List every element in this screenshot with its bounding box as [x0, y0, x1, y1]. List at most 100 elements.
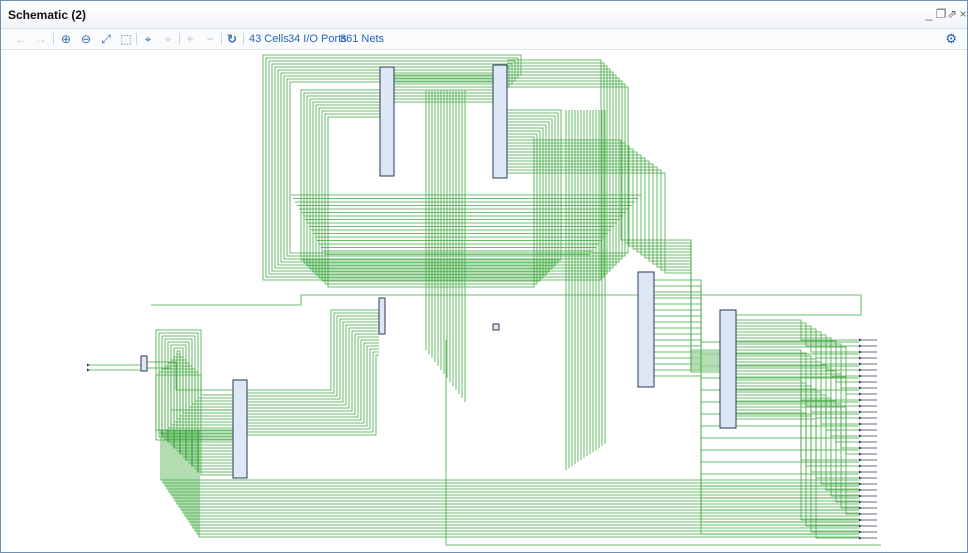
net-wire	[306, 95, 556, 267]
select-icon[interactable]: ⌖	[144, 32, 152, 46]
forward-icon[interactable]: →	[35, 32, 47, 46]
schematic-toolbar: ← → ⊕ ⊖ ⤢ ⬚ ⌖ ⌖ + − ↻ 43 Cells 34 I/O Po…	[1, 29, 967, 50]
input-port[interactable]	[87, 363, 90, 367]
net-wire	[736, 400, 859, 503]
net-wire	[247, 333, 379, 415]
zoom-fit-icon[interactable]: ⤢	[101, 32, 111, 46]
net-wire	[736, 346, 859, 395]
net-wire	[190, 430, 859, 526]
net-wire	[315, 104, 547, 276]
net-wire	[158, 332, 233, 434]
net-wire	[147, 367, 233, 411]
output-port-arrow	[859, 506, 862, 510]
output-port-arrow	[859, 356, 862, 360]
schematic-cells	[140, 64, 737, 479]
net-wire	[327, 116, 535, 288]
net-wire	[161, 335, 233, 437]
close-button[interactable]: ×	[959, 7, 967, 21]
net-wire	[736, 355, 859, 413]
output-port-arrow	[859, 362, 862, 366]
net-wire	[247, 324, 379, 406]
collapse-icon[interactable]: −	[206, 32, 214, 46]
schematic-cell[interactable]	[379, 66, 395, 177]
refresh-icon[interactable]: ↻	[226, 32, 238, 46]
net-wire	[160, 430, 859, 481]
net-wire	[736, 364, 859, 431]
zoom-out-icon[interactable]: ⊖	[80, 32, 92, 46]
float-button[interactable]: ⇗	[946, 7, 958, 21]
net-wire	[247, 318, 379, 400]
schematic-cell[interactable]	[378, 297, 386, 335]
io-ports	[87, 338, 877, 540]
schematic-cell[interactable]	[719, 309, 737, 429]
select-disabled-icon[interactable]: ⌖	[164, 32, 172, 46]
net-wire	[247, 327, 379, 409]
net-wire	[155, 329, 233, 431]
net-wire	[736, 358, 859, 419]
net-wire	[166, 430, 859, 490]
input-port[interactable]	[87, 368, 90, 372]
minimize-button[interactable]: _	[925, 7, 933, 21]
schematic-cell[interactable]	[637, 271, 655, 388]
net-wire	[173, 356, 233, 458]
schematic-diagram[interactable]	[1, 50, 967, 552]
net-wire	[178, 430, 859, 508]
expand-icon[interactable]: +	[186, 32, 194, 46]
output-port-arrow	[859, 344, 862, 348]
schematic-cell[interactable]	[492, 64, 508, 179]
net-wire	[736, 373, 859, 449]
restore-button[interactable]: ❐	[935, 7, 947, 21]
output-port-arrow	[859, 392, 862, 396]
output-port-arrow	[859, 524, 862, 528]
output-port-arrow	[859, 374, 862, 378]
nets-count-link[interactable]: 861 Nets	[340, 33, 385, 45]
net-wire	[164, 430, 859, 487]
net-wire	[186, 430, 859, 520]
net-wire	[172, 430, 859, 499]
schematic-cell[interactable]	[492, 323, 500, 331]
net-wire	[247, 315, 379, 397]
zoom-in-icon[interactable]: ⊕	[60, 32, 72, 46]
output-port-arrow	[859, 488, 862, 492]
net-wire	[247, 309, 379, 391]
net-wire	[736, 322, 859, 347]
back-icon[interactable]: ←	[15, 32, 27, 46]
net-wire	[164, 365, 233, 467]
net-wire	[174, 430, 859, 502]
io-ports-count-link[interactable]: 34 I/O Ports	[288, 33, 347, 45]
net-wire	[654, 357, 859, 499]
net-wire	[736, 331, 859, 365]
net-wire	[507, 166, 720, 369]
output-port-arrow	[859, 368, 862, 372]
zoom-area-icon[interactable]: ⬚	[120, 32, 132, 46]
window-title: Schematic (2)	[8, 8, 87, 22]
net-wire	[184, 430, 859, 517]
net-wire	[507, 142, 720, 353]
schematic-canvas[interactable]	[1, 50, 967, 552]
net-wire	[507, 151, 720, 359]
schematic-cell[interactable]	[232, 379, 248, 479]
net-wire	[309, 98, 553, 270]
output-port-arrow	[859, 494, 862, 498]
net-wire	[736, 391, 859, 485]
output-port-arrow	[859, 518, 862, 522]
net-wire	[188, 430, 859, 523]
net-wire	[507, 172, 720, 373]
output-port-arrow	[859, 500, 862, 504]
net-wire	[247, 330, 379, 412]
net-wire	[507, 169, 720, 371]
output-port-arrow	[859, 446, 862, 450]
net-wire	[180, 430, 859, 511]
net-wire	[247, 348, 379, 430]
cells-count-link[interactable]: 43 Cells	[249, 33, 289, 45]
net-wire	[736, 397, 859, 497]
settings-gear-icon[interactable]: ⚙	[945, 31, 957, 46]
schematic-cell[interactable]	[140, 355, 148, 372]
net-wire	[507, 160, 720, 365]
output-port-arrow	[859, 410, 862, 414]
net-wire	[247, 336, 379, 418]
net-wire	[247, 339, 379, 421]
output-port-arrow	[859, 386, 862, 390]
net-wire	[247, 351, 379, 433]
net-wire	[182, 430, 859, 514]
